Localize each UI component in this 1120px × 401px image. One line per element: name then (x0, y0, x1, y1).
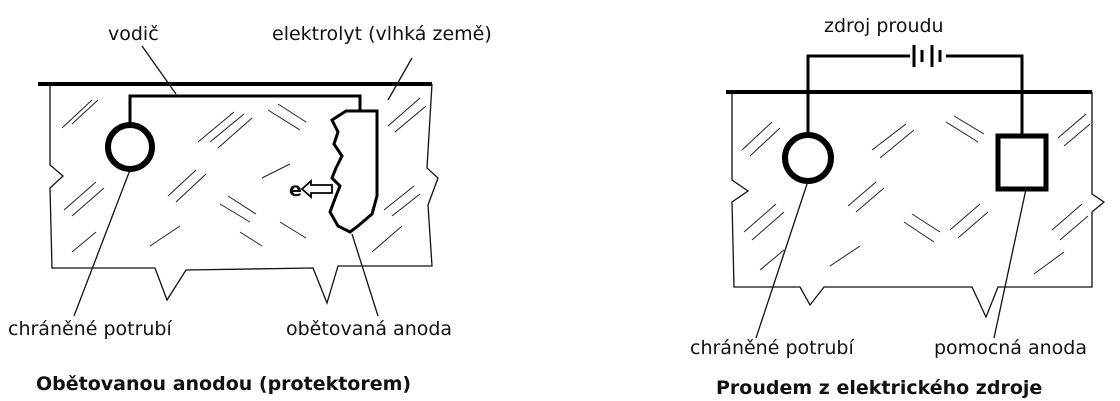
left-protected-pipe (105, 122, 155, 172)
sacrificial-anode (328, 109, 379, 234)
right-protected-pipe (782, 132, 834, 184)
left-caption: Obětovanou anodou (protektorem) (36, 373, 411, 395)
left-pipe-label: chráněné potrubí (8, 318, 172, 340)
right-pipe-label: chráněné potrubí (690, 337, 854, 359)
auxiliary-anode (995, 133, 1049, 192)
left-soil-block (49, 83, 439, 305)
sacrificial-anode-label: obětovaná anoda (286, 318, 452, 340)
right-soil-block (731, 92, 1106, 319)
right-pipe-leader (755, 180, 809, 339)
left-soil-hatching (61, 97, 427, 253)
current-source-label: zdroj proudu (824, 15, 944, 37)
auxiliary-anode-label: pomocná anoda (934, 337, 1087, 359)
anode-leader (351, 233, 379, 317)
electron-arrow (300, 178, 333, 200)
right-soil-hatching (741, 113, 1091, 275)
circuit-wire (806, 54, 1024, 136)
conductor-wire (128, 94, 362, 128)
left-panel: e vodič elektrolyt (vlhká země) chráněné… (8, 23, 492, 395)
right-caption: Proudem z elektrického zdroje (716, 377, 1042, 399)
electron-label: e (289, 179, 302, 201)
aux-anode-leader (993, 188, 1027, 339)
electrolyte-label: elektrolyt (vlhká země) (272, 23, 492, 45)
battery-symbol (912, 45, 942, 67)
electrolyte-leader (387, 57, 413, 101)
conductor-leader (141, 45, 177, 95)
conductor-label: vodič (108, 23, 159, 45)
right-panel: zdroj proudu chráněné potrubí pomocná an… (690, 15, 1106, 399)
left-pipe-leader (73, 169, 131, 317)
